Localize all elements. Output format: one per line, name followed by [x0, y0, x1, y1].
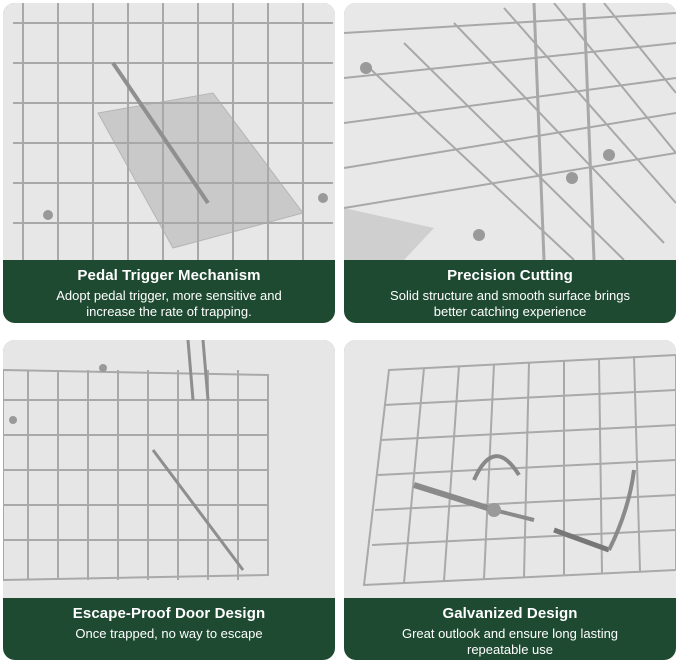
cage-photo-galvanized-design — [344, 340, 676, 598]
feature-description-line: Solid structure and smooth surface bring… — [390, 288, 630, 303]
cage-photo-escape-proof-door — [3, 340, 335, 598]
feature-description: Once trapped, no way to escape — [3, 626, 335, 642]
feature-description-line: Great outlook and ensure long lasting — [401, 626, 619, 641]
cage-photo-precision-cutting — [344, 3, 676, 260]
feature-description: Solid structure and smooth surface bring… — [344, 288, 676, 320]
feature-caption: Escape-Proof Door Design Once trapped, n… — [3, 598, 335, 660]
cage-photo-pedal-trigger — [3, 3, 335, 260]
feature-description-line: Once trapped, no way to escape — [75, 626, 263, 641]
feature-caption: Galvanized Design Great outlook and ensu… — [344, 598, 676, 660]
feature-description: Adopt pedal trigger, more sensitive and … — [3, 288, 335, 320]
feature-description: Great outlook and ensure long lasting re… — [344, 626, 676, 658]
feature-title: Galvanized Design — [442, 605, 578, 622]
feature-card-precision-cutting: Precision Cutting Solid structure and sm… — [344, 3, 676, 323]
feature-title: Escape-Proof Door Design — [72, 605, 266, 622]
feature-card-galvanized-design: Galvanized Design Great outlook and ensu… — [344, 340, 676, 660]
feature-description-line: better catching experience — [433, 304, 587, 319]
feature-description-line: Adopt pedal trigger, more sensitive and — [56, 288, 282, 303]
feature-description-line: increase the rate of trapping. — [86, 304, 252, 319]
feature-card-escape-proof-door: Escape-Proof Door Design Once trapped, n… — [3, 340, 335, 660]
feature-description-line: repeatable use — [466, 642, 553, 657]
feature-caption: Precision Cutting Solid structure and sm… — [344, 260, 676, 323]
feature-title: Precision Cutting — [447, 267, 573, 284]
feature-title: Pedal Trigger Mechanism — [77, 267, 261, 284]
feature-card-pedal-trigger: Pedal Trigger Mechanism Adopt pedal trig… — [3, 3, 335, 323]
feature-caption: Pedal Trigger Mechanism Adopt pedal trig… — [3, 260, 335, 323]
